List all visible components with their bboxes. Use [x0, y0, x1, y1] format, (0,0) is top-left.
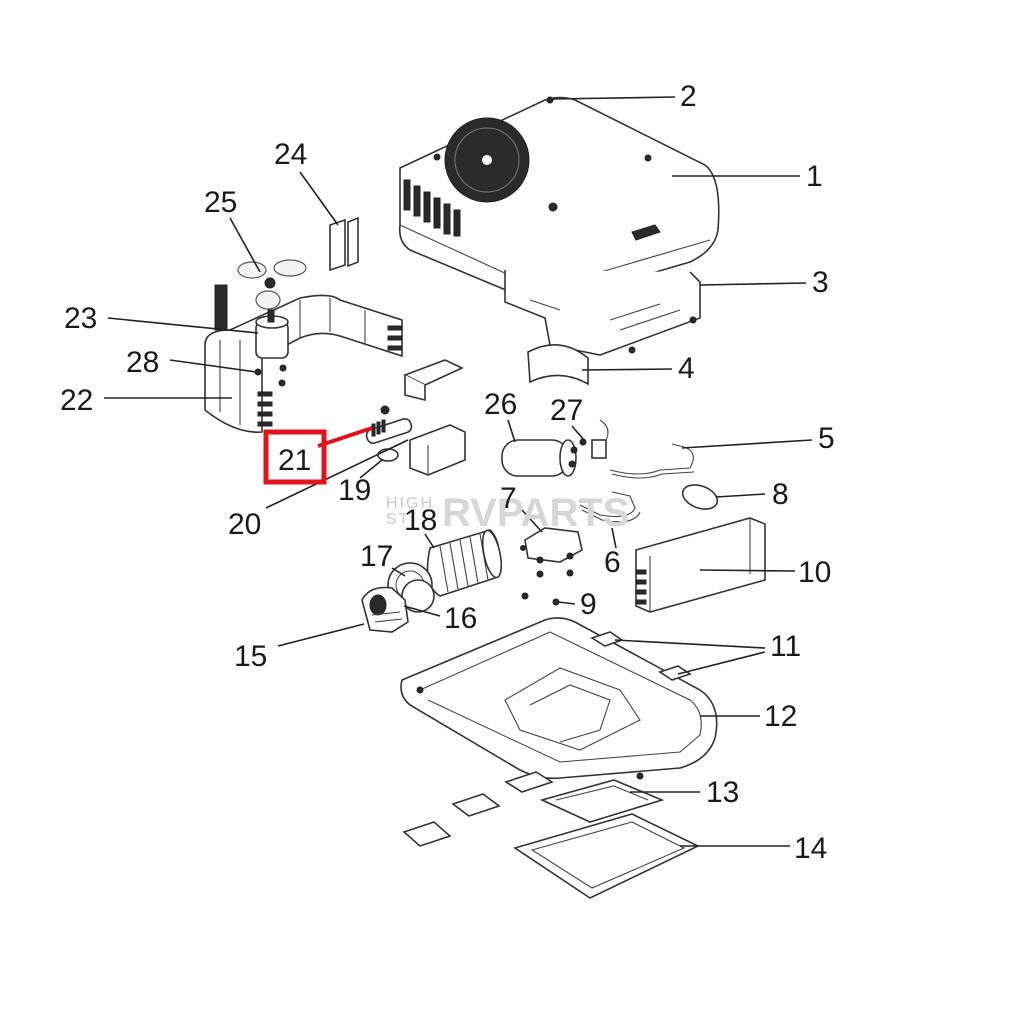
part-6-tube-assembly[interactable] [579, 491, 641, 523]
callout-6[interactable]: 6 [604, 546, 621, 579]
leader-8 [715, 493, 766, 498]
leader-20 [265, 439, 409, 509]
part-15-blower-motor[interactable] [361, 586, 409, 633]
leader-28 [169, 359, 257, 373]
part-8-grommet[interactable] [679, 481, 720, 514]
part-25-fan-blade[interactable] [214, 259, 307, 331]
callout-28[interactable]: 28 [126, 346, 159, 379]
watermark-line2: ST [386, 511, 410, 528]
leader-6 [611, 527, 617, 549]
leader-19 [359, 459, 383, 479]
part-18-blower-wheel[interactable] [426, 529, 505, 597]
watermark: HIGH ST RVPARTS [386, 491, 629, 535]
part-22-condenser-coil[interactable] [204, 294, 403, 433]
watermark-line1: HIGH [386, 495, 434, 512]
highlight-box [263, 429, 327, 485]
callout-16[interactable]: 16 [444, 602, 477, 635]
leader-11b [677, 651, 766, 675]
mounting-plate[interactable] [403, 359, 464, 402]
part-21-thermistor[interactable] [365, 405, 413, 445]
callout-1[interactable]: 1 [806, 160, 823, 193]
leader-18 [424, 533, 435, 549]
leader-26 [507, 419, 516, 443]
callout-17[interactable]: 17 [360, 540, 393, 573]
leader-11a [614, 639, 766, 649]
leader-4 [581, 368, 673, 371]
leader-10 [699, 569, 796, 572]
part-19-clip[interactable] [377, 448, 399, 462]
part-27-relay[interactable] [579, 419, 609, 459]
part-13-filters[interactable] [402, 771, 665, 847]
callout-14[interactable]: 14 [794, 832, 827, 865]
leader-15 [277, 623, 365, 647]
leader-3 [699, 282, 807, 286]
callout-22[interactable]: 22 [60, 384, 93, 417]
watermark-brand: RVPARTS [442, 491, 629, 535]
leader-27 [571, 425, 585, 441]
callout-19[interactable]: 19 [338, 474, 371, 507]
callout-23[interactable]: 23 [64, 302, 97, 335]
callout-12[interactable]: 12 [764, 700, 797, 733]
callout-24[interactable]: 24 [274, 138, 307, 171]
part-1-shroud[interactable] [398, 96, 720, 303]
callout-5[interactable]: 5 [818, 422, 835, 455]
callout-3[interactable]: 3 [812, 266, 829, 299]
callout-11[interactable]: 11 [770, 630, 801, 663]
part-4-shield[interactable] [527, 343, 589, 386]
leader-7 [521, 509, 543, 533]
callout-4[interactable]: 4 [678, 352, 695, 385]
part-10-evaporator-coil[interactable] [635, 517, 766, 613]
part-23-fan-motor[interactable] [255, 309, 289, 359]
part-12-ceiling-assembly[interactable] [400, 617, 718, 780]
part-24-bracket[interactable] [329, 216, 359, 272]
leader-21-highlight [317, 426, 373, 448]
part-28-hardware[interactable] [254, 364, 287, 387]
leader-25 [229, 217, 261, 273]
leader-17 [391, 567, 406, 577]
part-7-control-box[interactable] [520, 527, 583, 564]
callout-15[interactable]: 15 [234, 640, 267, 673]
callout-labels: 1 2 3 4 5 6 7 8 9 10 11 12 13 14 15 16 1… [60, 80, 835, 865]
part-9-screws[interactable] [521, 569, 574, 606]
part-14-grille-frame[interactable] [513, 813, 700, 899]
callout-13[interactable]: 13 [706, 776, 739, 809]
callout-8[interactable]: 8 [772, 478, 789, 511]
callout-27[interactable]: 27 [550, 394, 583, 427]
leader-23 [107, 317, 259, 334]
leader-lines [104, 96, 813, 847]
callout-20[interactable]: 20 [228, 508, 261, 541]
leader-9 [557, 601, 576, 605]
callout-2[interactable]: 2 [680, 80, 697, 113]
leader-16 [403, 605, 441, 617]
leader-2 [552, 96, 676, 100]
callout-26[interactable]: 26 [484, 388, 517, 421]
part-20-capacitor-bracket[interactable] [409, 424, 466, 476]
part-16-motor-mount[interactable] [401, 579, 435, 613]
callout-18[interactable]: 18 [404, 504, 437, 537]
leader-24 [299, 171, 339, 226]
part-5-capillary-tube[interactable] [609, 443, 695, 479]
part-3-base-pan[interactable] [504, 270, 701, 356]
callout-25[interactable]: 25 [204, 186, 237, 219]
callout-10[interactable]: 10 [798, 556, 831, 589]
callout-21[interactable]: 21 [278, 444, 311, 477]
callout-9[interactable]: 9 [580, 588, 597, 621]
part-26-capacitor[interactable] [501, 439, 578, 477]
callout-7[interactable]: 7 [500, 482, 517, 515]
leader-5 [681, 439, 813, 449]
